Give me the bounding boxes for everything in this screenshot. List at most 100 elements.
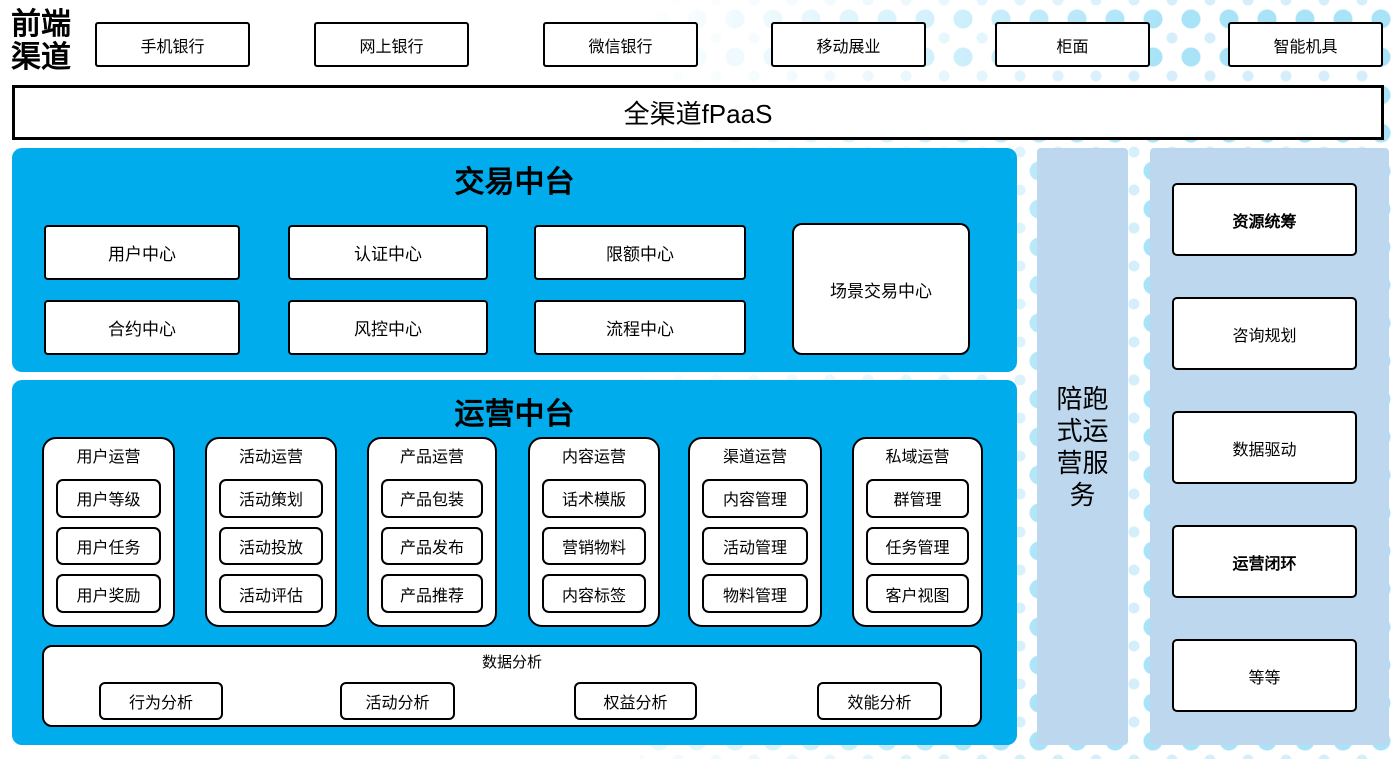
group-title: 渠道运营: [722, 449, 787, 466]
group-item-label: 活动策划: [238, 492, 303, 510]
group-item-box: 营销物料: [542, 526, 646, 566]
group-item-box: 任务管理: [866, 526, 969, 566]
group-item-label: 用户任务: [76, 540, 141, 557]
ops-group-user: 用户运营 用户等级 用户任务 用户奖励: [42, 437, 175, 627]
channel-box-mobile-banking: 手机银行: [95, 22, 250, 67]
service-item-etc: 等等: [1172, 639, 1357, 712]
center-label: 流程中心: [606, 320, 674, 339]
center-box-user: 用户中心: [44, 225, 240, 280]
group-item-box: 产品推荐: [381, 574, 483, 614]
front-channel-label: 前端渠道: [11, 7, 71, 75]
ops-group-activity: 活动运营 活动策划 活动投放 活动评估: [205, 437, 337, 627]
ops-group-channel: 渠道运营 内容管理 活动管理 物料管理: [688, 437, 822, 627]
operation-platform-title: 运营中台: [454, 398, 575, 431]
channel-label: 手机银行: [140, 38, 205, 56]
group-item-box: 用户任务: [56, 526, 161, 566]
group-item-label: 产品推荐: [399, 587, 464, 605]
center-label: 用户中心: [108, 245, 176, 264]
group-title: 活动运营: [238, 449, 303, 466]
service-item-resource: 资源统筹: [1172, 183, 1357, 256]
service-item-label: 资源统筹: [1232, 213, 1297, 231]
ops-group-content: 内容运营 话术模版 营销物料 内容标签: [528, 437, 660, 627]
analysis-item-label: 活动分析: [365, 695, 430, 712]
group-item-label: 活动投放: [238, 540, 303, 557]
center-box-risk: 风控中心: [288, 300, 488, 355]
center-label: 风控中心: [354, 320, 422, 339]
analysis-item-label: 效能分析: [847, 695, 912, 712]
group-item-box: 活动投放: [219, 526, 323, 566]
group-item-box: 内容管理: [702, 479, 808, 518]
channel-box-wechat-banking: 微信银行: [543, 22, 698, 67]
group-item-label: 客户视图: [885, 587, 950, 605]
group-item-label: 活动评估: [238, 587, 303, 605]
channel-label: 微信银行: [588, 38, 653, 56]
group-item-label: 产品发布: [399, 540, 464, 557]
accompany-service-bar: 陪跑式运营服务: [1037, 148, 1128, 745]
ops-group-product: 产品运营 产品包装 产品发布 产品推荐: [367, 437, 497, 627]
service-panel: 资源统筹 咨询规划 数据驱动 运营闭环 等等: [1150, 148, 1389, 745]
group-item-label: 用户奖励: [76, 587, 141, 605]
service-item-data: 数据驱动: [1172, 411, 1357, 484]
group-item-label: 任务管理: [885, 540, 950, 557]
analysis-item-label: 行为分析: [128, 695, 193, 712]
channel-label: 网上银行: [359, 38, 424, 56]
group-item-label: 营销物料: [561, 540, 626, 557]
group-item-label: 话术模版: [561, 492, 626, 510]
group-item-box: 内容标签: [542, 574, 646, 614]
group-item-box: 物料管理: [702, 574, 808, 614]
group-item-box: 活动评估: [219, 574, 323, 614]
group-item-label: 用户等级: [76, 492, 141, 510]
channel-label: 柜面: [1056, 38, 1089, 56]
scenario-trade-center-box: 场景交易中心: [792, 223, 970, 355]
center-label: 场景交易中心: [830, 281, 932, 301]
operation-platform-section: 运营中台 用户运营 用户等级 用户任务 用户奖励 活动运营 活动策划 活动投放 …: [12, 380, 1017, 745]
center-box-process: 流程中心: [534, 300, 746, 355]
group-title: 内容运营: [561, 449, 626, 466]
group-title: 产品运营: [399, 449, 464, 466]
ops-group-private-domain: 私域运营 群管理 任务管理 客户视图: [852, 437, 983, 627]
trade-platform-title: 交易中台: [454, 166, 575, 199]
group-item-box: 客户视图: [866, 574, 969, 614]
group-item-box: 活动策划: [219, 479, 323, 518]
group-title: 私域运营: [885, 449, 950, 466]
center-box-contract: 合约中心: [44, 300, 240, 355]
service-item-label: 运营闭环: [1232, 555, 1297, 573]
channel-label: 智能机具: [1273, 38, 1338, 56]
center-box-limit: 限额中心: [534, 225, 746, 280]
analysis-item-box: 活动分析: [340, 682, 455, 720]
service-item-label: 咨询规划: [1232, 327, 1297, 345]
group-item-box: 群管理: [866, 479, 969, 518]
analysis-item-box: 效能分析: [817, 682, 942, 720]
channel-box-online-banking: 网上银行: [314, 22, 469, 67]
service-item-loop: 运营闭环: [1172, 525, 1357, 598]
group-item-label: 内容管理: [722, 492, 787, 510]
group-item-box: 话术模版: [542, 479, 646, 518]
service-item-consult: 咨询规划: [1172, 297, 1357, 370]
center-label: 限额中心: [606, 245, 674, 264]
group-item-box: 活动管理: [702, 526, 808, 566]
accompany-service-label: 陪跑式运营服务: [1056, 383, 1109, 510]
trade-platform-section: 交易中台 用户中心 认证中心 限额中心 合约中心 风控中心 流程中心 场景交易中…: [12, 148, 1017, 372]
service-item-label: 数据驱动: [1232, 441, 1297, 459]
group-item-label: 活动管理: [722, 540, 787, 557]
channel-box-smart-machine: 智能机具: [1228, 22, 1383, 67]
center-box-auth: 认证中心: [288, 225, 488, 280]
group-item-label: 内容标签: [561, 587, 626, 605]
analysis-item-label: 权益分析: [603, 695, 668, 712]
group-item-box: 产品发布: [381, 526, 483, 566]
group-item-box: 产品包装: [381, 479, 483, 518]
group-item-label: 物料管理: [722, 587, 787, 605]
group-item-box: 用户奖励: [56, 574, 161, 614]
fpaas-bar: 全渠道fPaaS: [12, 85, 1384, 140]
data-analysis-bar: 数据分析 行为分析 活动分析 权益分析 效能分析: [42, 645, 982, 727]
group-item-label: 群管理: [893, 492, 942, 510]
group-item-label: 产品包装: [399, 492, 464, 510]
data-analysis-title: 数据分析: [481, 654, 542, 671]
center-label: 认证中心: [354, 245, 422, 264]
channel-label: 移动展业: [816, 38, 881, 56]
group-item-box: 用户等级: [56, 479, 161, 518]
channel-box-mobile-business: 移动展业: [771, 22, 926, 67]
service-item-label: 等等: [1248, 669, 1281, 687]
analysis-item-box: 权益分析: [574, 682, 697, 720]
